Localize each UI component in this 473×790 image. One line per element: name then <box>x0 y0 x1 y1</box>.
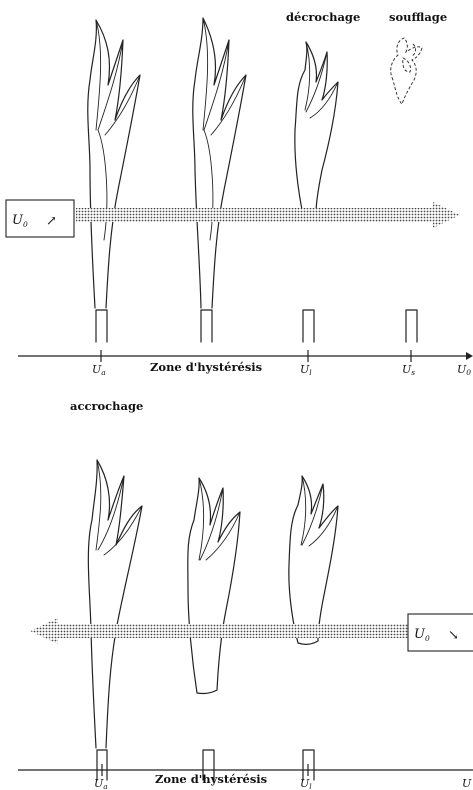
burner-1 <box>95 309 108 343</box>
burner-2 <box>200 309 213 343</box>
u0-symbol: U <box>12 213 24 228</box>
dotted-flow-arrow-right <box>76 202 460 228</box>
svg-text:Ul: Ul <box>300 363 312 377</box>
axis-top <box>18 350 473 362</box>
axis-mark-u0: U <box>457 363 467 376</box>
axis-mark-ul: U <box>300 363 310 376</box>
flame-lifted-small <box>288 475 339 645</box>
axis-mark-ua-bottom: U <box>94 777 104 790</box>
axis-bottom <box>18 764 473 776</box>
flame-attached-2 <box>192 17 247 309</box>
svg-text:Ua: Ua <box>94 777 108 790</box>
u0-symbol-bottom: U <box>414 627 426 642</box>
increase-arrow-icon: ↗ <box>46 214 57 229</box>
label-decrochage: décrochage <box>286 10 360 24</box>
flow-direction-box-down: U0 ↘ <box>407 613 473 652</box>
svg-text:Ua: Ua <box>92 363 106 377</box>
decrease-arrow-icon: ↘ <box>448 628 459 643</box>
flame-lifted <box>294 41 339 217</box>
svg-text:Us: Us <box>402 363 415 377</box>
flow-direction-box-up: U0 ↗ <box>5 199 75 238</box>
flame-attached-1 <box>87 19 141 309</box>
zone-label-bottom: Zone d'hystérésis <box>155 772 267 786</box>
bottom-panel: accrochage U0 <box>18 399 473 790</box>
svg-text:Ul: Ul <box>300 777 312 790</box>
axis-mark-us: U <box>402 363 412 376</box>
flame-blowout <box>390 37 423 105</box>
flame-lifted-large <box>187 477 241 695</box>
svg-text:U0: U0 <box>12 213 28 229</box>
axis-mark-u-bottom: U <box>462 777 472 790</box>
burner-b2 <box>202 749 215 781</box>
zone-label-top: Zone d'hystérésis <box>150 360 262 374</box>
axis-mark-ua: U <box>92 363 102 376</box>
label-soufflage: soufflage <box>389 10 447 24</box>
axis-mark-ul-bottom: U <box>300 777 310 790</box>
burner-b3 <box>302 749 315 781</box>
dotted-flow-arrow-left <box>30 618 408 644</box>
burner-4 <box>405 309 418 343</box>
svg-text:U0: U0 <box>414 627 430 643</box>
u0-subscript-bottom: 0 <box>425 634 430 643</box>
top-panel: décrochage soufflage U0 ↗ Ua Zone d'hyst… <box>5 10 473 377</box>
label-accrochage: accrochage <box>70 399 143 413</box>
burner-b1 <box>96 749 108 781</box>
u0-subscript: 0 <box>23 220 28 229</box>
burner-3 <box>302 309 315 343</box>
flame-reattached <box>87 459 143 749</box>
svg-text:U: U <box>462 777 472 790</box>
svg-text:U0: U0 <box>457 363 471 377</box>
